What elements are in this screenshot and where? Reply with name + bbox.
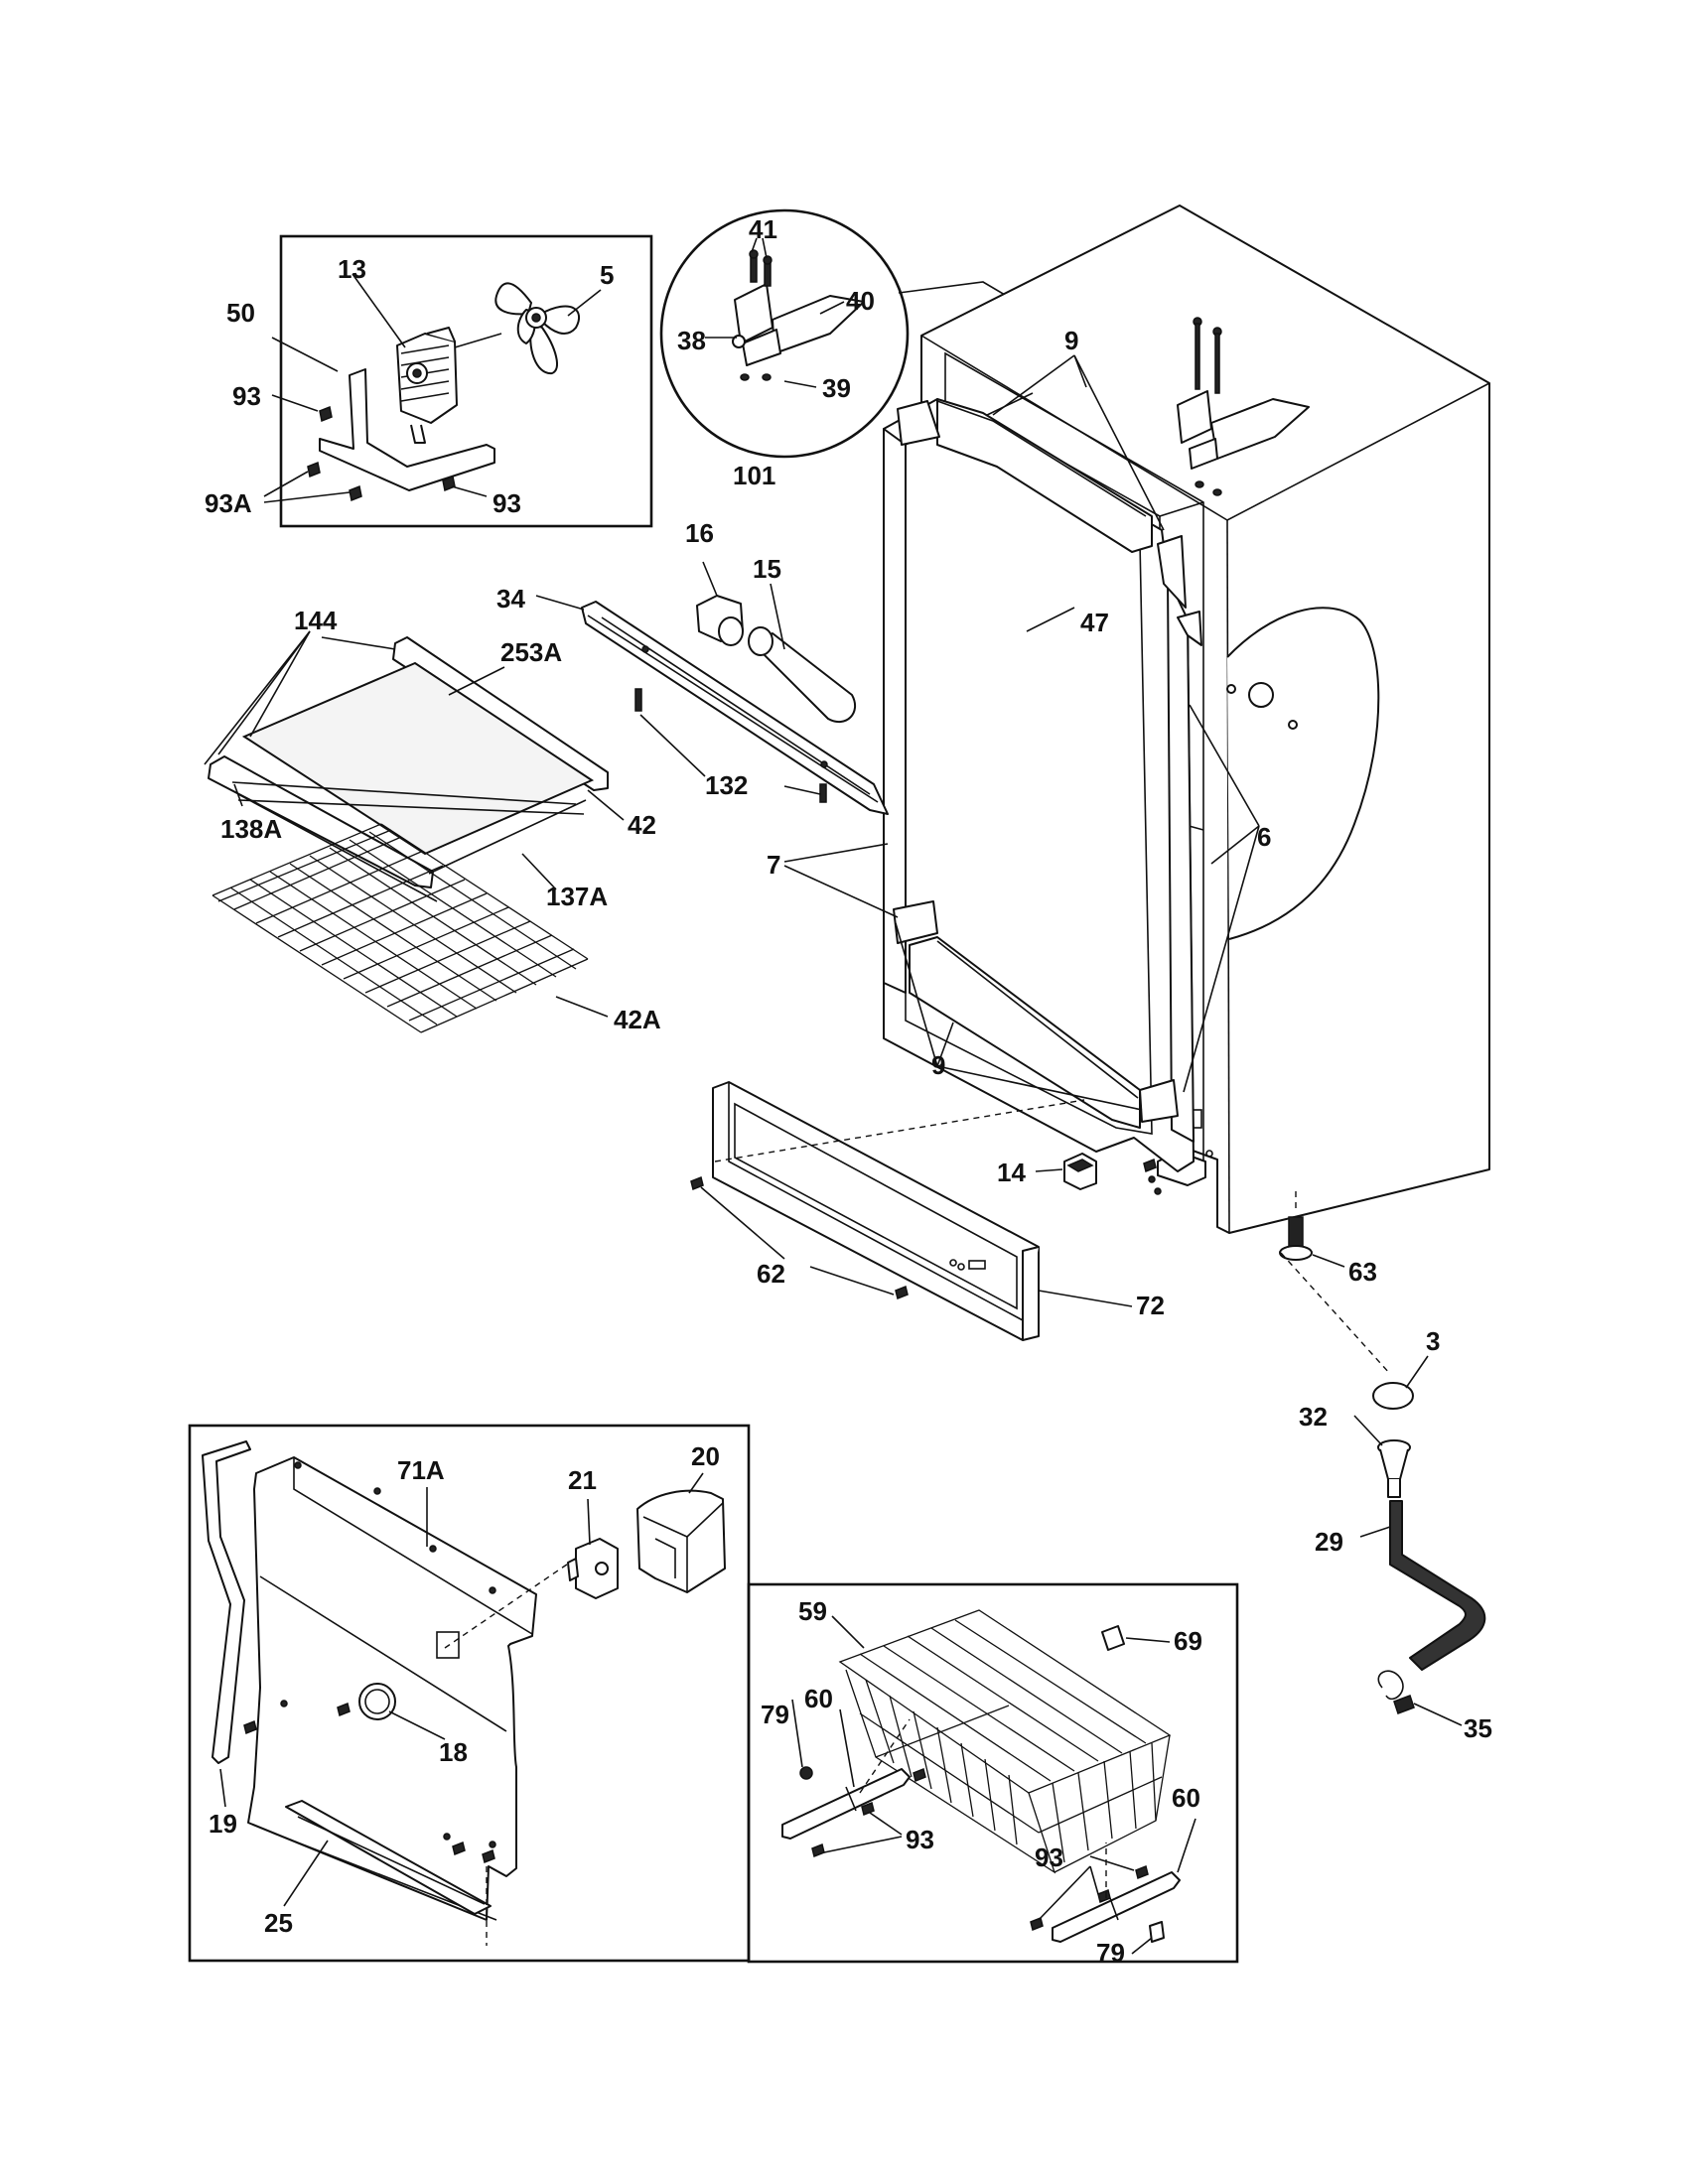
callout-14: 14 [997,1158,1026,1187]
basket-slide-left [781,1718,926,1858]
drain-assembly [1280,1252,1486,1726]
glass-shelf-assembly [204,630,625,1033]
shelf-front-trim [392,636,609,791]
callout-79-right: 79 [1096,1938,1125,1968]
back-panel [247,1456,537,1921]
light-bulb [748,583,856,723]
back-panel-inset [188,1424,751,1963]
callout-40: 40 [846,286,875,316]
drain-plug [1372,1382,1414,1410]
callout-69: 69 [1174,1626,1202,1656]
fan-motor [396,327,502,444]
callout-71A: 71A [397,1455,445,1485]
callout-21: 21 [568,1465,597,1495]
callout-144: 144 [294,606,338,635]
drain-tube [1353,1415,1411,1498]
light-socket [696,561,744,646]
callout-93-fan-top: 93 [232,381,261,411]
callout-16: 16 [685,518,714,548]
callout-9-top: 9 [1064,326,1078,355]
callout-29: 29 [1315,1527,1343,1557]
callout-34: 34 [496,584,525,614]
callout-253A: 253A [500,637,562,667]
leveling-leg [1279,1191,1345,1268]
callout-3: 3 [1426,1326,1440,1356]
callout-19: 19 [209,1809,237,1839]
callout-42: 42 [628,810,656,840]
drain-clip [1377,1670,1463,1726]
callout-101: 101 [733,461,775,490]
wire-basket [838,1609,1172,1874]
callout-39: 39 [822,373,851,403]
start-relay [567,1498,619,1599]
callout-60-right: 60 [1172,1783,1200,1813]
fan-motor-inset [263,234,653,528]
callout-137A: 137A [546,882,608,911]
callout-32: 32 [1299,1402,1328,1432]
wire-shelf [211,823,589,1033]
fan-bracket [319,368,495,491]
hinge-detail-border [659,208,910,459]
fan-blade [494,282,581,375]
callout-5: 5 [600,260,614,290]
kick-plate [690,1081,1157,1341]
callout-60-left: 60 [804,1684,833,1713]
callout-7: 7 [767,850,780,880]
callout-93-fan-bottom: 93 [492,488,521,518]
callout-13: 13 [338,254,366,284]
callout-132: 132 [705,770,748,800]
callout-42A: 42A [614,1005,661,1034]
shelf-glass [241,661,595,856]
callout-18: 18 [439,1737,468,1767]
fan-motor-inset-border [279,234,653,528]
wire-harness-strip [202,1440,251,1764]
door-gasket [883,398,1202,1172]
door-switch [1063,1153,1097,1190]
gasket-leaders [783,354,1260,1111]
callout-59: 59 [798,1596,827,1626]
callout-20: 20 [691,1441,720,1471]
light-housing [535,595,889,815]
callout-93A: 93A [205,488,252,518]
cabinet-top-hinge [1177,317,1310,496]
callout-15: 15 [753,554,781,584]
basket-inset [747,1582,1239,1964]
callout-138A: 138A [220,814,282,844]
callout-63: 63 [1348,1257,1377,1287]
callout-35: 35 [1464,1713,1492,1743]
callout-50: 50 [226,298,255,328]
basket-inset-border [747,1582,1239,1964]
callout-47: 47 [1080,608,1109,637]
basket-slide-right [1030,1843,1181,1943]
drain-hose [1389,1500,1486,1671]
relay-cover [636,1472,726,1593]
callout-93-basket-right: 93 [1035,1843,1063,1872]
basket-bumper [1101,1625,1125,1651]
callout-9-bottom: 9 [931,1050,945,1080]
callout-93-basket-left: 93 [906,1825,934,1854]
callout-72: 72 [1136,1291,1165,1320]
callout-38: 38 [677,326,706,355]
hinge-detail-circle [659,208,1173,459]
callout-labels: 13 5 50 93 93A 93 41 40 38 39 101 9 16 1… [205,214,1492,1968]
callout-6: 6 [1257,822,1271,852]
callout-62: 62 [757,1259,785,1289]
callout-79-left: 79 [761,1700,789,1729]
callout-25: 25 [264,1908,293,1938]
callout-41: 41 [749,214,777,244]
